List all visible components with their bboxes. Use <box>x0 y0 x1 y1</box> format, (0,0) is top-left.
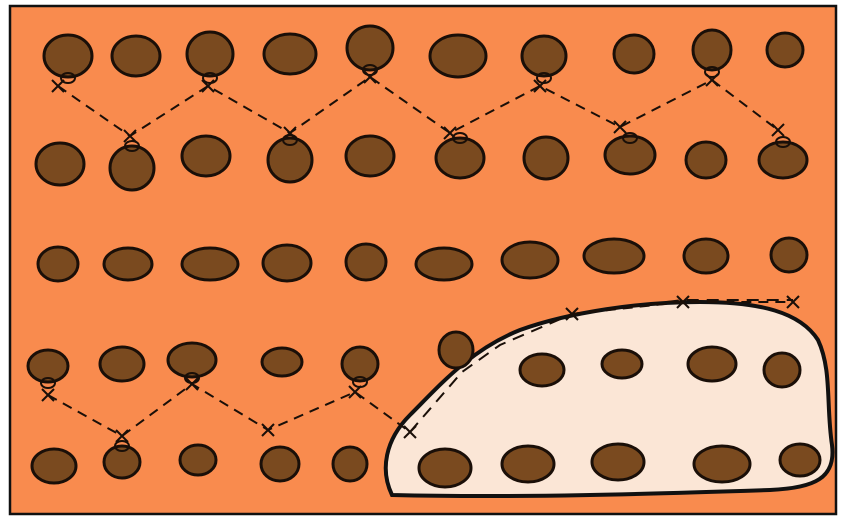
cell-blob-icon <box>262 348 302 376</box>
cell-blob-icon <box>333 447 367 481</box>
cell-blob-icon <box>100 347 144 381</box>
cell-blob-icon <box>342 347 378 381</box>
cell-blob-icon <box>261 447 299 481</box>
cell-blob-icon <box>764 353 800 387</box>
cell-blob-icon <box>346 136 394 176</box>
cell-blob-icon <box>347 26 393 70</box>
cell-blob-icon <box>584 239 644 273</box>
cell-blob-icon <box>767 33 803 67</box>
cell-blob-icon <box>439 332 473 368</box>
cell-blob-icon <box>263 245 311 281</box>
cell-blob-icon <box>416 248 472 280</box>
cell-blob-icon <box>693 30 731 70</box>
cell-blob-icon <box>780 444 820 476</box>
cell-blob-icon <box>688 347 736 381</box>
cell-blob-icon <box>168 343 216 377</box>
cell-blob-icon <box>502 242 558 278</box>
cell-blob-icon <box>684 239 728 273</box>
cell-blob-icon <box>592 444 644 480</box>
cell-blob-icon <box>602 350 642 378</box>
cell-blob-icon <box>346 244 386 280</box>
cell-blob-icon <box>182 248 238 280</box>
cell-blob-icon <box>502 446 554 482</box>
cell-blob-icon <box>182 136 230 176</box>
cell-blob-icon <box>187 32 233 76</box>
cell-blob-icon <box>524 137 568 179</box>
cell-blob-icon <box>112 36 160 76</box>
cell-blob-icon <box>36 143 84 185</box>
cell-blob-icon <box>44 35 92 77</box>
cell-blob-icon <box>38 247 78 281</box>
cell-blob-icon <box>522 36 566 76</box>
cell-blob-icon <box>430 35 486 77</box>
cell-blob-icon <box>686 142 726 178</box>
cell-blob-icon <box>180 445 216 475</box>
cell-blob-icon <box>605 136 655 174</box>
cell-blob-icon <box>520 354 564 386</box>
cell-blob-icon <box>32 449 76 483</box>
cell-blob-icon <box>110 146 154 190</box>
cell-blob-icon <box>771 238 807 272</box>
cell-blob-icon <box>419 449 471 487</box>
cell-blob-icon <box>694 446 750 482</box>
cell-blob-icon <box>264 34 316 74</box>
cell-blob-icon <box>104 248 152 280</box>
cell-blob-icon <box>614 35 654 73</box>
